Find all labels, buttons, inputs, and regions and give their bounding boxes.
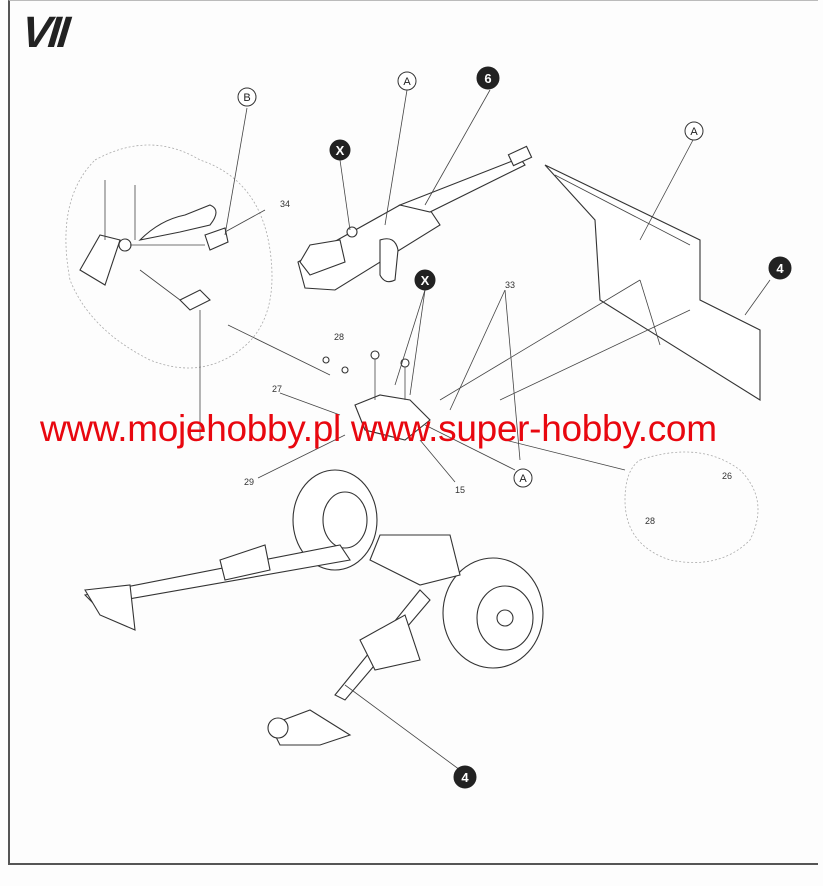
part-number-15: 15 bbox=[455, 485, 465, 495]
svg-text:A: A bbox=[519, 473, 527, 485]
carriage-parts bbox=[322, 350, 431, 441]
part-number-26: 26 bbox=[722, 471, 732, 481]
svg-text:B: B bbox=[243, 92, 250, 104]
detail-bubble-left bbox=[65, 144, 273, 369]
svg-text:4: 4 bbox=[461, 770, 469, 785]
svg-text:X: X bbox=[336, 143, 345, 158]
part-number-34: 34 bbox=[280, 199, 290, 209]
svg-text:X: X bbox=[421, 273, 430, 288]
page-frame bbox=[8, 0, 818, 865]
part-number-27: 27 bbox=[272, 384, 282, 394]
svg-text:A: A bbox=[690, 126, 698, 138]
gun-shield bbox=[544, 164, 761, 401]
callout-a-lower: A bbox=[513, 468, 533, 488]
callout-x-lower: X bbox=[414, 269, 436, 291]
svg-text:6: 6 bbox=[484, 71, 491, 86]
trails bbox=[83, 534, 461, 746]
wheel-left bbox=[292, 469, 378, 571]
svg-text:4: 4 bbox=[776, 261, 784, 276]
breech-detail-parts bbox=[79, 180, 229, 311]
callout-a-shield: A bbox=[684, 121, 704, 141]
wheel-right bbox=[442, 557, 544, 669]
svg-text:A: A bbox=[403, 76, 411, 88]
callout-4-bottom: 4 bbox=[453, 765, 477, 789]
part-number-29: 29 bbox=[244, 477, 254, 487]
callout-b: B bbox=[237, 87, 257, 107]
part-number-28-detail: 28 bbox=[645, 516, 655, 526]
gun-barrel-assembly bbox=[297, 145, 533, 291]
watermark: www.mojehobby.pl www.super-hobby.com bbox=[40, 408, 717, 449]
part-number-28: 28 bbox=[334, 332, 344, 342]
leader-lines bbox=[199, 89, 771, 771]
callout-6: 6 bbox=[476, 66, 500, 90]
detail-bubble-right bbox=[624, 451, 759, 563]
callout-a-gun: A bbox=[397, 71, 417, 91]
callout-4-shield: 4 bbox=[768, 256, 792, 280]
callout-x-upper: X bbox=[329, 139, 351, 161]
part-number-33: 33 bbox=[505, 280, 515, 290]
